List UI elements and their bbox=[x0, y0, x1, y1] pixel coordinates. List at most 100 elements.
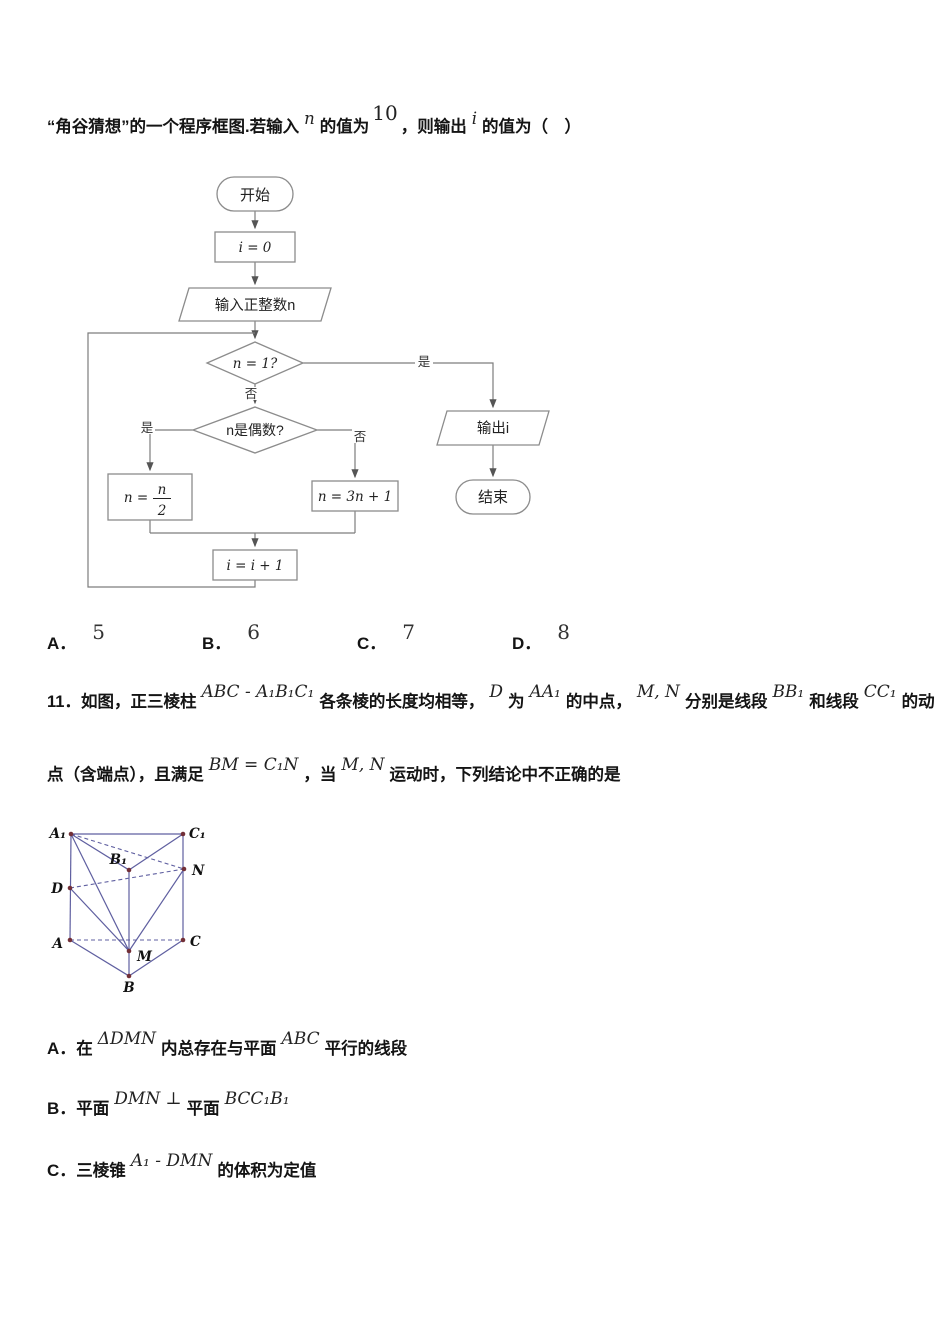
flow-halve-node bbox=[107, 473, 193, 521]
q11-a-t2: 内总存在与平面 bbox=[160, 1040, 277, 1058]
flow-branch-yes-halve bbox=[146, 429, 193, 472]
q11-condition: BM = C₁N bbox=[208, 755, 299, 775]
label-bg bbox=[243, 387, 259, 400]
q10-option-b-value: 6 bbox=[247, 620, 261, 644]
flow-end-label: 结束 bbox=[478, 489, 508, 506]
vertex-m-dot bbox=[126, 948, 132, 954]
prism-figure: A₁ C₁ B₁ N D A C M B bbox=[48, 826, 206, 996]
q11-edge-cc1: CC₁ bbox=[863, 682, 897, 702]
flow-init-node bbox=[214, 231, 296, 263]
q11-points-mn: M, N bbox=[636, 682, 680, 702]
edge-d-n-dashed bbox=[69, 868, 185, 889]
q10-option-b: B． 6 bbox=[202, 620, 260, 654]
vertex-b-dot bbox=[126, 973, 132, 979]
q11-edge-bb1: BB₁ bbox=[772, 682, 805, 702]
flow-cond2-label: n是偶数? bbox=[226, 422, 284, 438]
q11-prism-name: ABC - A₁B₁C₁ bbox=[201, 682, 315, 702]
flow-triple-label: n = 3n + 1 bbox=[318, 489, 392, 505]
q10-value-10: 10 bbox=[372, 101, 398, 125]
q11-c-t2: 的体积为定值 bbox=[217, 1162, 317, 1180]
q10-option-d-value: 8 bbox=[557, 620, 571, 644]
q11-option-c-label: C． bbox=[47, 1161, 77, 1180]
q10-option-a: A．5 bbox=[47, 620, 105, 654]
flow-halve-pre: n = bbox=[124, 490, 148, 506]
vertex-b1-label: B₁ bbox=[109, 852, 127, 868]
q11-a-m2: ABC bbox=[281, 1029, 320, 1049]
flow-output-node bbox=[436, 410, 550, 446]
q11-a-t3: 平行的线段 bbox=[324, 1040, 408, 1058]
vertex-c-label: C bbox=[190, 934, 201, 950]
vertex-c1-label: C₁ bbox=[189, 826, 206, 842]
q11-l2-t1: 点（含端点），且满足 bbox=[47, 766, 204, 784]
vertex-a1-dot bbox=[68, 831, 74, 837]
q10-text-1: “角谷猜想”的一个程序框图.若输入 bbox=[47, 118, 300, 136]
flow-start-label: 开始 bbox=[240, 187, 270, 204]
edge-a1-n-dashed bbox=[70, 833, 185, 870]
q10-option-b-label: B． bbox=[202, 634, 232, 653]
vertex-d-label: D bbox=[50, 881, 63, 897]
flow-cond2-node bbox=[191, 406, 319, 454]
flow-label-yes-right: 是 bbox=[418, 355, 431, 369]
edge-a1-b1 bbox=[70, 833, 130, 871]
q11-l1-t3: 为 bbox=[507, 693, 525, 711]
flow-inc-node bbox=[212, 549, 298, 581]
flow-label-no-down: 否 bbox=[245, 387, 258, 401]
q11-option-b-label: B． bbox=[47, 1099, 77, 1118]
vertex-a-dot bbox=[67, 937, 73, 943]
q11-edge-aa1: AA₁ bbox=[529, 682, 561, 702]
flow-branch-no-triple bbox=[317, 429, 359, 479]
vertex-c-dot bbox=[180, 937, 186, 943]
flow-start-node bbox=[216, 176, 294, 212]
q10-text-4: 的值为（ ） bbox=[481, 118, 581, 136]
flow-label-no-right: 否 bbox=[354, 430, 367, 444]
q10-option-a-label: A． bbox=[47, 634, 77, 653]
q11-l1-t4: 的中点， bbox=[565, 693, 632, 711]
q10-option-c: C．7 bbox=[357, 620, 415, 654]
label-bg bbox=[415, 354, 433, 369]
vertex-n-label: N bbox=[191, 863, 205, 879]
q11-b-t2: 平面 bbox=[186, 1100, 220, 1118]
flow-halve-numerator: n bbox=[158, 482, 167, 498]
q11-c-m1: A₁ - DMN bbox=[130, 1151, 213, 1171]
vertex-n-dot bbox=[181, 866, 187, 872]
q11-l1-t6: 和线段 bbox=[809, 693, 859, 711]
flow-cond1-label: n = 1? bbox=[233, 356, 278, 372]
flow-input-label: 输入正整数n bbox=[215, 297, 296, 314]
flow-output-label: 输出i bbox=[477, 420, 509, 437]
vertex-a1-label: A₁ bbox=[48, 826, 66, 842]
q11-l1-t5: 分别是线段 bbox=[684, 693, 768, 711]
q11-points-mn-2: M, N bbox=[341, 755, 385, 775]
vertex-m-label: M bbox=[136, 949, 153, 965]
edge-d-m bbox=[69, 887, 130, 952]
q11-option-a-label: A． bbox=[47, 1039, 77, 1058]
flow-halve-denominator: 2 bbox=[157, 503, 167, 519]
q11-b-t1: 平面 bbox=[76, 1100, 110, 1118]
flow-cond1-node bbox=[205, 341, 305, 385]
flow-triple-node bbox=[311, 480, 399, 512]
vertex-c1-dot bbox=[180, 831, 186, 837]
flow-label-yes-left: 是 bbox=[141, 421, 154, 435]
q11-point-d: D bbox=[489, 682, 503, 702]
q11-l2-t3: 运动时，下列结论中不正确的是 bbox=[389, 766, 621, 784]
q10-options-row: A．5 B．6 C．7 D．8 bbox=[47, 620, 747, 663]
q11-a-m1: ΔDMN bbox=[97, 1029, 156, 1049]
q10-text-3: ，则输出 bbox=[400, 118, 467, 136]
q10-option-c-label: C． bbox=[357, 634, 387, 653]
edge-a1-m bbox=[70, 833, 130, 952]
vertex-a-label: A bbox=[51, 936, 63, 952]
flowchart-figure: 是 否 是 否 开始 i = 0 输入正整数n n = 1? n是偶数? n =… bbox=[87, 176, 550, 588]
flow-inc-label: i = i + 1 bbox=[226, 558, 283, 574]
vertex-b1-dot bbox=[126, 867, 132, 873]
q11-a-t1: 在 bbox=[76, 1040, 93, 1058]
edge-n-m bbox=[128, 868, 185, 952]
q11-b-m2: BCC₁B₁ bbox=[224, 1089, 290, 1109]
q11-l1-t2: 各条棱的长度均相等， bbox=[319, 693, 485, 711]
flow-init-label: i = 0 bbox=[239, 240, 272, 256]
q11-c-t1: 三棱锥 bbox=[76, 1162, 126, 1180]
